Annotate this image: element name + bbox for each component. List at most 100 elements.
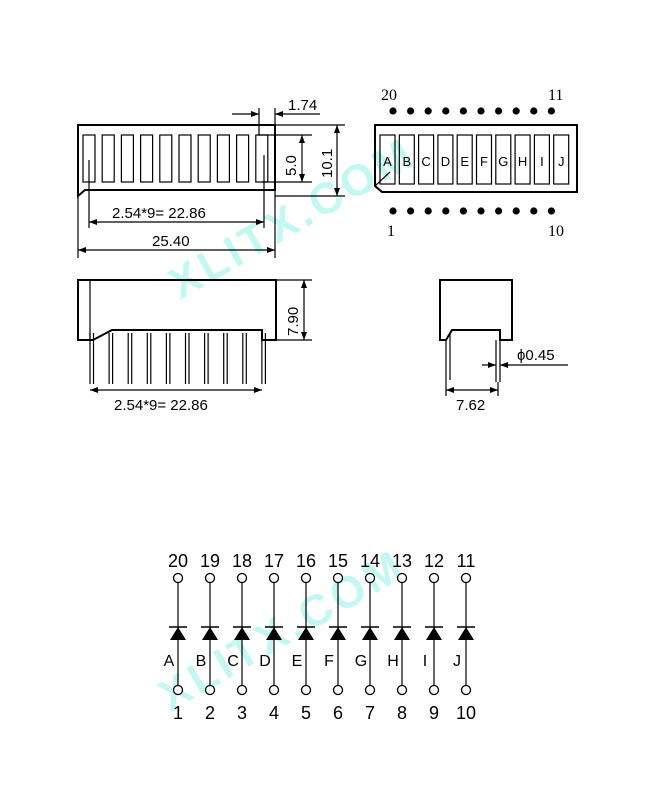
front-segment <box>236 134 250 183</box>
pin-dot <box>477 107 485 115</box>
body-height-dim: 10.1 <box>319 149 336 178</box>
top-body-outline <box>374 124 578 193</box>
schematic-top-pin-label: 19 <box>200 551 220 571</box>
pin-dot <box>424 107 432 115</box>
top-segment <box>533 134 551 185</box>
schematic-bottom-pin-label: 3 <box>237 703 247 723</box>
side-leads <box>89 333 266 384</box>
terminal-circle <box>300 684 312 696</box>
segment-letter: I <box>540 154 544 169</box>
front-segment <box>159 134 173 183</box>
pin-dot <box>459 107 467 115</box>
pin-dot <box>547 207 556 215</box>
segment-letter: J <box>558 154 565 169</box>
schematic-top-pin-label: 11 <box>457 551 476 571</box>
schematic-top-pin-label: 17 <box>264 551 284 571</box>
terminal-circle <box>236 572 248 584</box>
pin-dot <box>495 207 503 215</box>
pin-dot <box>442 207 450 215</box>
segment-letter: G <box>498 154 508 169</box>
top-segment <box>495 134 512 185</box>
terminal-circle <box>460 572 472 584</box>
terminal-circle <box>364 572 376 584</box>
schematic-segment-label: E <box>292 653 303 670</box>
schematic-top-pin-label: 16 <box>296 551 316 571</box>
schematic-segment-label: H <box>387 653 399 670</box>
schematic-bottom-pin-label: 5 <box>301 703 311 723</box>
row-spacing-dim: 7.62 <box>456 397 485 414</box>
diode-triangle <box>234 627 250 640</box>
pin-dot <box>530 207 538 215</box>
pin-label-11: 11 <box>548 87 563 104</box>
schematic-segment-label: A <box>164 653 175 670</box>
diode-triangle <box>266 627 282 640</box>
top-segment <box>379 134 396 185</box>
front-view: 2.54*9= 22.86 25.40 1.74 5.0 10.1 <box>77 97 345 258</box>
front-segment <box>101 134 115 183</box>
schematic-segment-label: G <box>355 653 367 670</box>
pin-dot <box>477 207 485 215</box>
segment-letter: E <box>460 154 469 169</box>
lead-diameter-dim: ϕ0.45 <box>517 347 555 364</box>
schematic-top-pin-label: 12 <box>424 551 444 571</box>
terminal-circle <box>268 572 280 584</box>
top-pin-dots <box>389 107 556 115</box>
segment-width-dim: 1.74 <box>288 97 317 114</box>
front-segment <box>216 134 230 183</box>
top-segment <box>456 134 473 185</box>
pin-dot <box>389 207 397 215</box>
diode-triangle <box>170 627 186 640</box>
terminal-circle <box>428 572 440 584</box>
segment-letter: B <box>402 154 411 169</box>
pin-dot <box>424 207 432 215</box>
terminal-circle <box>236 684 248 696</box>
diode-triangle <box>458 627 474 640</box>
diode-triangle <box>394 627 410 640</box>
top-segment <box>418 134 435 185</box>
front-segment <box>120 134 135 183</box>
segment-letter: A <box>383 154 392 169</box>
terminal-circle <box>332 572 344 584</box>
terminal-circle <box>396 572 408 584</box>
terminal-circle <box>172 572 184 584</box>
front-segment <box>197 134 211 183</box>
front-segment <box>255 134 269 183</box>
segment-letter: C <box>421 154 430 169</box>
pin-dot <box>512 107 520 115</box>
terminal-circle <box>396 684 408 696</box>
front-body-outline <box>77 124 276 199</box>
schematic-bottom-pin-label: 10 <box>456 703 476 723</box>
top-segment <box>514 134 531 185</box>
schematic-bottom-pin-label: 4 <box>269 703 279 723</box>
side-body-outline <box>77 279 277 341</box>
terminal-circle <box>204 572 216 584</box>
schematic-bottom-pin-label: 8 <box>397 703 407 723</box>
segment-letter: H <box>518 154 527 169</box>
diode-triangle <box>298 627 314 640</box>
pin-label-1: 1 <box>387 223 395 240</box>
diode-triangle <box>330 627 346 640</box>
schematic-top-pin-label: 13 <box>392 551 412 571</box>
front-segment <box>140 134 154 183</box>
schematic-top-pin-label: 15 <box>328 551 348 571</box>
terminal-circle <box>428 684 440 696</box>
terminal-circle <box>460 684 472 696</box>
pin-label-10: 10 <box>548 223 564 240</box>
schematic-bottom-pin-label: 6 <box>333 703 343 723</box>
segment-height-dim: 5.0 <box>283 155 300 176</box>
terminal-circle <box>364 684 376 696</box>
terminal-circle <box>332 684 344 696</box>
front-segments <box>82 134 269 183</box>
top-segment <box>398 134 415 185</box>
top-segment <box>475 134 493 185</box>
terminal-circle <box>172 684 184 696</box>
end-body-outline <box>439 279 513 341</box>
